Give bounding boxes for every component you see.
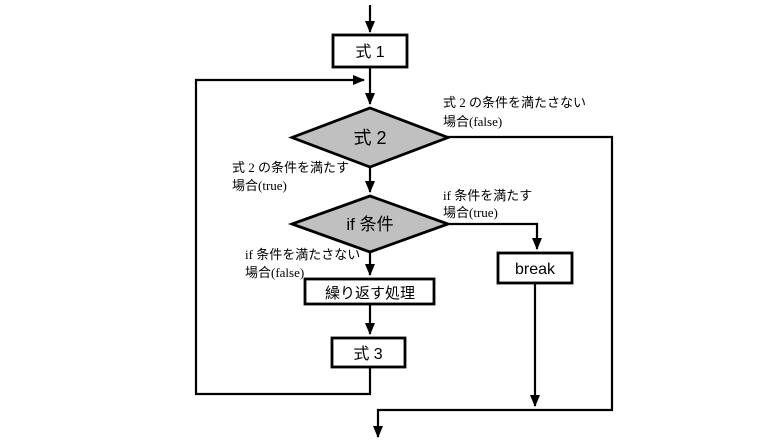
label-if-false: if 条件を満たさない 場合(false) [245,247,360,280]
label-expr2-false: 式 2 の条件を満たさない 場合(false) [443,95,586,129]
node-if-cond-diamond [287,194,453,254]
label-expr2-true-line1: 式 2 の条件を満たす [232,160,349,175]
node-break-box [496,251,574,285]
node-expr3-box [330,336,407,369]
label-expr2-true: 式 2 の条件を満たす 場合(true) [232,160,349,193]
node-loop-body-label: 繰り返す処理 [325,285,415,302]
node-expr1-box [331,33,409,69]
node-if-cond: if 条件 [287,194,453,254]
node-expr1-label: 式 1 [355,43,384,61]
label-expr2-false-line1: 式 2 の条件を満たさない [443,95,586,110]
edge-loopback [194,75,372,396]
node-break: break [496,251,574,285]
node-loop-body: 繰り返す処理 [303,277,436,306]
node-expr2-diamond [288,106,452,169]
label-if-true: if 条件を満たす 場合(true) [443,188,532,220]
label-if-false-line2: 場合(false) [245,265,304,280]
node-expr2-label: 式 2 [353,128,386,148]
node-if-cond-label: if 条件 [346,215,393,234]
label-if-true-line2: 場合(true) [443,205,498,220]
node-expr3: 式 3 [330,336,407,369]
node-expr1: 式 1 [331,33,409,69]
node-break-label: break [515,261,556,278]
label-expr2-false-line2: 場合(false) [443,114,502,129]
label-if-true-line1: if 条件を満たす [443,188,532,203]
edge-expr2-false-exit [373,135,614,438]
node-expr2: 式 2 [288,106,452,169]
node-loop-body-box [303,277,436,306]
label-if-false-line1: if 条件を満たさない [245,247,360,262]
node-expr3-label: 式 3 [353,345,382,363]
label-expr2-true-line2: 場合(true) [232,178,287,193]
edge-if-true-to-break [446,222,542,250]
